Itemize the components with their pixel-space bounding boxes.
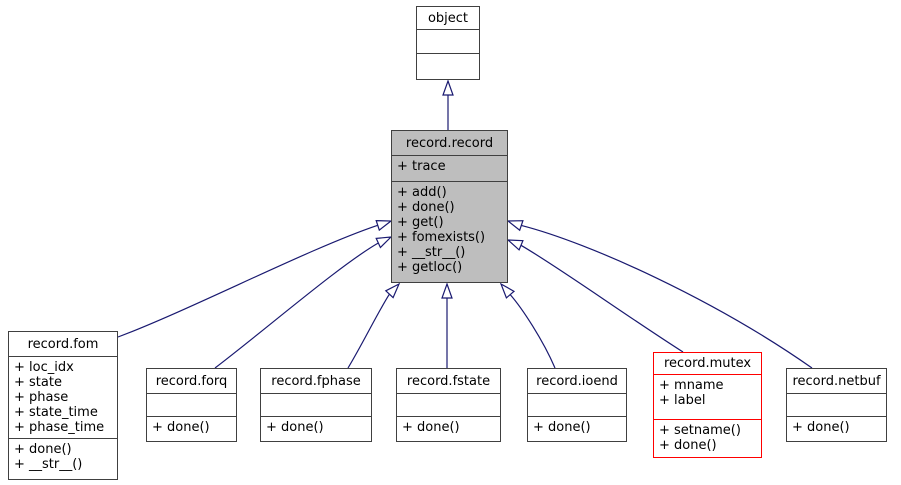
class-title: record.ioend: [528, 369, 626, 394]
class-attributes: [397, 394, 500, 417]
method: + done(): [266, 420, 324, 435]
edge-record-mutex-to-record-record: [506, 239, 684, 353]
class-attributes: + trace: [392, 156, 507, 182]
class-methods: + done(): [147, 417, 236, 441]
class-methods: + done(): [261, 417, 371, 441]
class-box-object[interactable]: object: [416, 6, 480, 80]
class-title: record.forq: [147, 369, 236, 394]
method: + done(): [14, 442, 72, 457]
edge-record-fstate-to-record-record: [441, 282, 453, 368]
class-methods: + add() + done() + get() + fomexists() +…: [392, 182, 507, 282]
method: + setname(): [659, 423, 741, 438]
class-attributes: [528, 394, 626, 417]
class-methods: + done() + __str__(): [9, 439, 117, 479]
attribute: + phase_time: [14, 420, 105, 435]
class-box-record-netbuf[interactable]: record.netbuf + done(): [786, 368, 887, 442]
method: + get(): [397, 215, 444, 230]
class-title: record.record: [392, 131, 507, 156]
attribute: + state: [14, 375, 62, 390]
edge-record-fphase-to-record-record: [347, 282, 401, 369]
class-attributes: [787, 394, 886, 417]
class-box-record-fphase[interactable]: record.fphase + done(): [260, 368, 372, 442]
class-attributes: [261, 394, 371, 417]
method: + done(): [533, 420, 591, 435]
class-title: record.mutex: [654, 353, 761, 375]
method: + done(): [402, 420, 460, 435]
class-title: record.fom: [9, 332, 117, 357]
class-attributes: [147, 394, 236, 417]
edge-record-ioend-to-record-record: [499, 282, 556, 369]
method: + __str__(): [397, 245, 466, 260]
class-methods: [417, 54, 479, 79]
attribute: + mname: [659, 378, 724, 393]
attribute: + phase: [14, 390, 69, 405]
method: + fomexists(): [397, 230, 486, 245]
class-methods: + done(): [397, 417, 500, 441]
class-box-record-ioend[interactable]: record.ioend + done(): [527, 368, 627, 442]
edge-record-fom-to-record-record: [117, 219, 393, 338]
class-box-record-fom[interactable]: record.fom + loc_idx + state + phase + s…: [8, 331, 118, 480]
method: + getloc(): [397, 260, 463, 275]
class-methods: + setname() + done(): [654, 420, 761, 457]
class-title: record.fstate: [397, 369, 500, 394]
edge-record-record-to-object: [442, 79, 454, 130]
edge-record-netbuf-to-record-record: [506, 220, 813, 369]
method: + add(): [397, 185, 447, 200]
attribute: + trace: [397, 159, 446, 174]
class-title: object: [417, 7, 479, 30]
class-title: record.fphase: [261, 369, 371, 394]
attribute: + state_time: [14, 405, 98, 420]
class-box-record-fstate[interactable]: record.fstate + done(): [396, 368, 501, 442]
class-methods: + done(): [787, 417, 886, 441]
class-title: record.netbuf: [787, 369, 886, 394]
method: + done(): [792, 420, 850, 435]
attribute: + label: [659, 393, 706, 408]
method: + done(): [152, 420, 210, 435]
attribute: + loc_idx: [14, 360, 74, 375]
class-box-record-forq[interactable]: record.forq + done(): [146, 368, 237, 442]
class-box-record-mutex[interactable]: record.mutex + mname + label + setname()…: [653, 352, 762, 458]
class-attributes: + loc_idx + state + phase + state_time +…: [9, 357, 117, 439]
class-attributes: [417, 30, 479, 54]
method: + __str__(): [14, 457, 83, 472]
edge-record-forq-to-record-record: [214, 236, 393, 369]
class-box-record-record[interactable]: record.record + trace + add() + done() +…: [391, 130, 508, 283]
method: + done(): [397, 200, 455, 215]
class-attributes: + mname + label: [654, 375, 761, 420]
method: + done(): [659, 438, 717, 453]
class-methods: + done(): [528, 417, 626, 441]
